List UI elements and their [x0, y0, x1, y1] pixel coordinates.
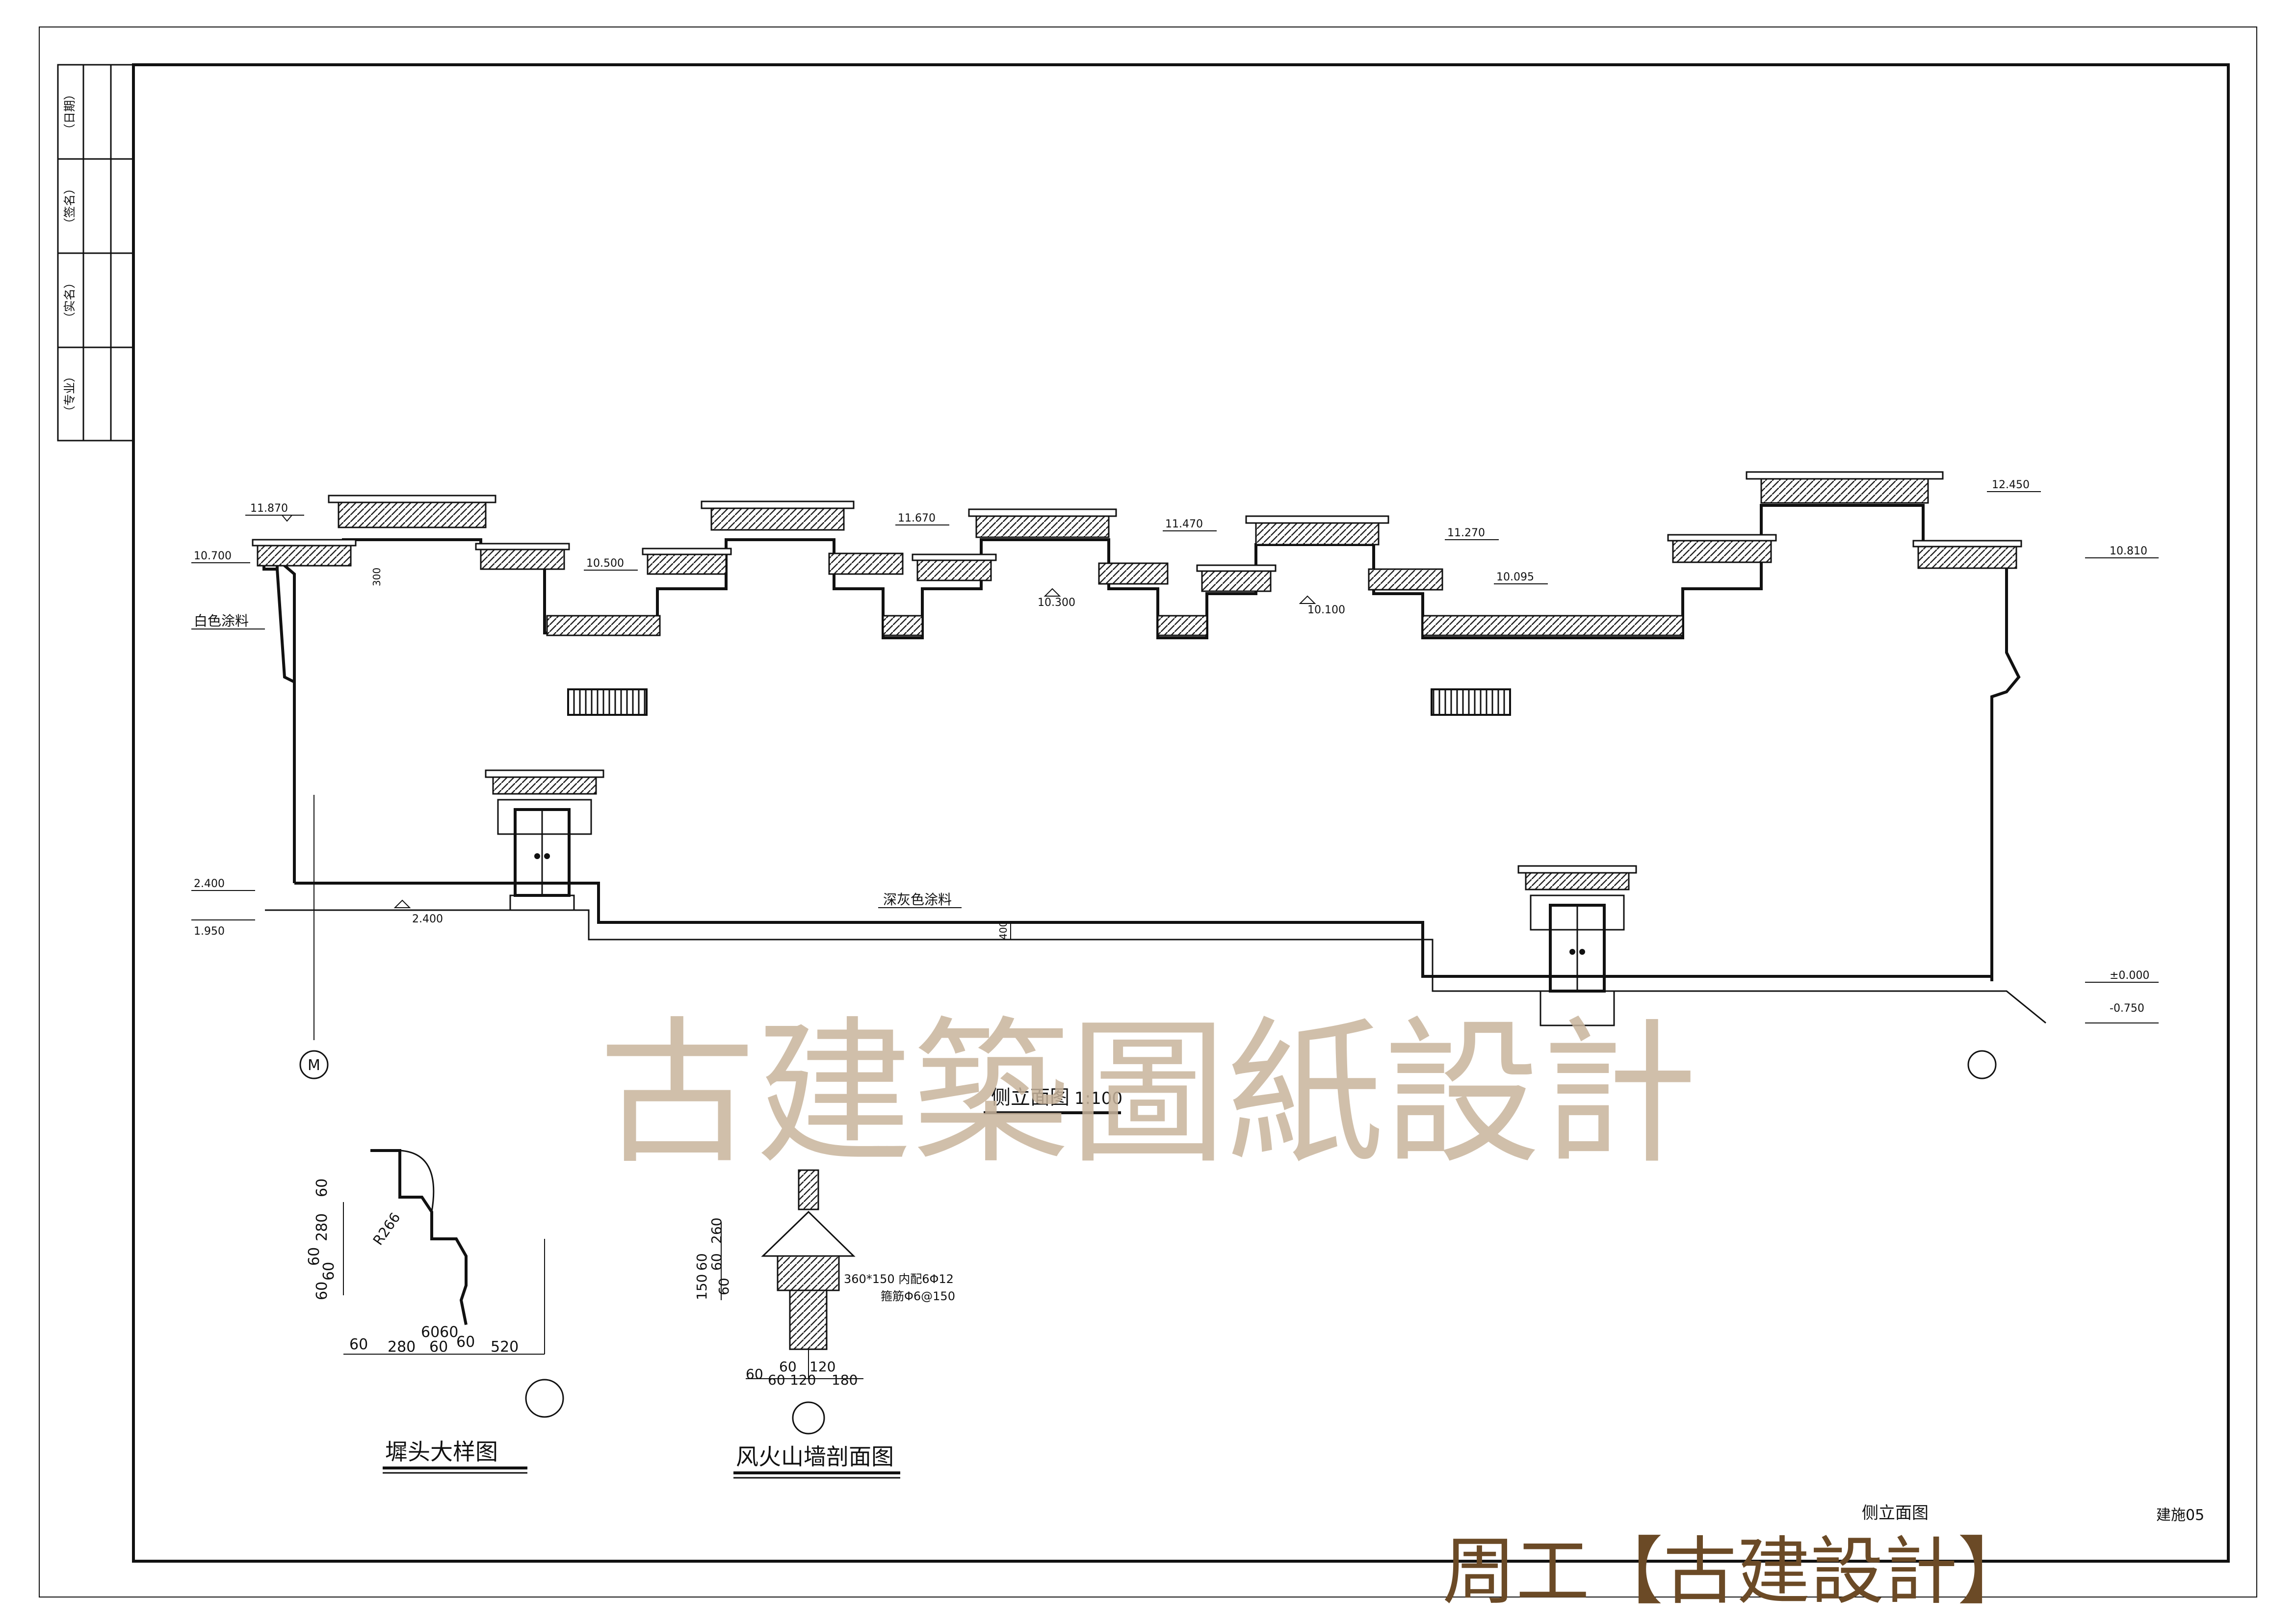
detail2-hdim-4: 120	[790, 1372, 816, 1388]
inner-frame	[132, 63, 2230, 1563]
note-white-paint: 白色涂料	[194, 613, 249, 629]
detail2-note-2: 箍筋Φ6@150	[881, 1289, 955, 1303]
level-2400b: 2.400	[412, 913, 443, 925]
door-2	[1517, 865, 1637, 1026]
detail1-hdim-6: 520	[491, 1338, 519, 1356]
level-10810: 10.810	[2110, 545, 2147, 557]
detail2-vdim-5: 150	[694, 1274, 710, 1300]
detail1-vdim-3: 60	[306, 1247, 323, 1266]
detail1-hdim-1: 60	[349, 1336, 368, 1353]
door-1	[485, 769, 604, 911]
detail1-vdim-4: 60	[320, 1262, 338, 1281]
level-11270: 11.270	[1447, 527, 1485, 539]
detail-chitou: R266 60 280 60 60 60 60 280 6060 60 60 5…	[306, 1149, 564, 1474]
detail2-hdim-1: 60	[746, 1366, 763, 1382]
detail2-vdim-1: 60	[694, 1253, 710, 1271]
level-2400: 2.400	[194, 878, 225, 890]
level-marks: 11.870 10.700 10.500 11.670 10.300 11.47…	[191, 479, 2159, 1023]
axis-bubble-right	[1967, 1050, 1997, 1079]
elevation-scale: 1:100	[1074, 1089, 1122, 1108]
axis-label-m: M	[308, 1057, 320, 1074]
detail2-hdim-6: 180	[832, 1372, 858, 1388]
title-cell-discipline: （专业）	[63, 370, 77, 418]
detail2-vdim-4: 60	[716, 1278, 732, 1295]
detail2-vdim-3: 60	[708, 1253, 725, 1271]
level-10095: 10.095	[1496, 571, 1534, 583]
title-cell-name: （实名）	[63, 277, 77, 324]
dim-400: 400	[997, 921, 1009, 940]
detail1-hdim-2: 280	[388, 1338, 416, 1356]
title-cell-date: （日期）	[63, 88, 77, 135]
level-10300: 10.300	[1038, 597, 1075, 609]
title-block: （日期） （签名） （实名） （专业）	[57, 64, 134, 442]
watermark-signature: 周工【古建設計】	[1442, 1529, 2031, 1615]
detail2-hdim-5: 120	[809, 1359, 835, 1375]
dim-300: 300	[371, 568, 383, 586]
level-11470: 11.470	[1165, 518, 1203, 530]
detail1-vdim-5: 60	[313, 1282, 331, 1300]
detail2-title: 风火山墙剖面图	[736, 1443, 894, 1470]
level-1950: 1.950	[194, 925, 225, 938]
roof-copings	[252, 471, 2022, 636]
side-elevation: M 11.870 10.700 10.500 11.670 10.300 11.…	[191, 471, 2159, 1114]
level-10100: 10.100	[1307, 604, 1345, 616]
detail2-hdim-3: 60	[779, 1359, 797, 1375]
elevation-caption: 侧立面图	[991, 1086, 1070, 1109]
detail1-hdim-5: 60	[456, 1334, 475, 1351]
detail1-title: 墀头大样图	[385, 1439, 498, 1465]
detail1-hdim-4: 60	[429, 1338, 448, 1356]
detail-firewall-section: 60 260 60 60 150 60 60 60 120 120 180 36…	[694, 1169, 955, 1479]
axis-bubble-m	[299, 1050, 329, 1079]
outer-border	[39, 26, 2257, 1598]
sheet-number: 建施05	[2156, 1507, 2204, 1524]
detail2-note-1: 360*150 内配6Φ12	[844, 1272, 954, 1286]
wall-base	[294, 882, 1992, 978]
level-pm0000: ±0.000	[2110, 969, 2149, 982]
level-11670: 11.670	[898, 512, 936, 524]
level-10500: 10.500	[586, 557, 624, 570]
vent-right	[1431, 688, 1511, 716]
detail1-vdim-1: 60	[313, 1179, 331, 1197]
gable-outline	[276, 556, 296, 683]
detail2-hdim-2: 60	[768, 1372, 785, 1388]
vent-left	[567, 688, 648, 716]
level-10700: 10.700	[194, 550, 232, 562]
sheet-title: 侧立面图	[1862, 1503, 1929, 1523]
level-12450: 12.450	[1992, 479, 2030, 491]
detail1-radius: R266	[370, 1209, 404, 1248]
watermark-main: 古建築圖紙設計	[599, 1003, 1697, 1185]
ground-line	[265, 909, 2046, 1024]
detail1-hdim-3: 6060	[421, 1324, 458, 1341]
level-11870: 11.870	[250, 502, 288, 515]
detail2-vdim-2: 260	[708, 1218, 725, 1244]
note-dark-gray-paint: 深灰色涂料	[883, 891, 952, 908]
level-m0750: -0.750	[2110, 1002, 2144, 1015]
title-cell-signature: （签名）	[63, 183, 77, 230]
detail1-vdim-2: 280	[313, 1213, 331, 1241]
